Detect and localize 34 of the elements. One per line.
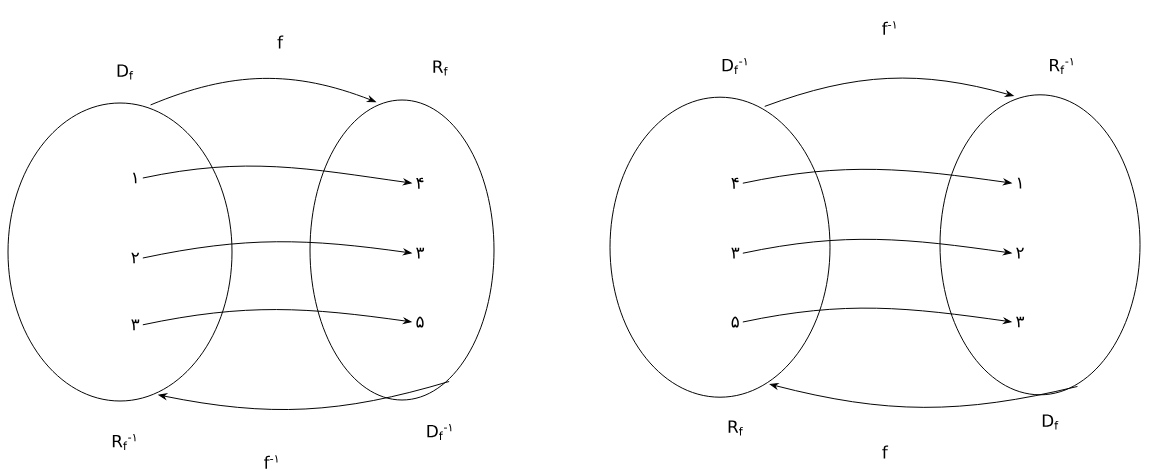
- element-label: ۲: [1016, 247, 1024, 259]
- element-label: ۴: [731, 177, 739, 189]
- arrow: [142, 241, 412, 259]
- edge-label: f$^{-۱}$: [264, 455, 278, 469]
- arrow: [742, 307, 1012, 324]
- edge-label: f: [277, 35, 284, 49]
- arrow: [142, 309, 412, 326]
- set-label: D$_{f}$: [1042, 414, 1059, 430]
- set-label: R$_{f}$-۱: [1050, 58, 1073, 74]
- set-label: R$_{f}$-۱: [112, 434, 136, 450]
- arrow: [150, 77, 376, 106]
- arrow: [158, 381, 450, 411]
- set-label: D$_{f}$: [117, 64, 134, 80]
- arrow: [742, 238, 1012, 256]
- set-label: D$_{f}$-۱: [722, 58, 747, 74]
- element-label: ۳: [131, 319, 140, 331]
- element-label: ۳: [731, 247, 740, 259]
- set-label: R$_{f}$: [433, 60, 448, 76]
- element-label: ۱: [1017, 177, 1022, 189]
- set-label: R$_{f}$: [728, 420, 743, 436]
- element-label: ۴: [416, 177, 424, 189]
- arrow: [769, 383, 1078, 408]
- edge-label: f$^{-۱}$: [882, 21, 896, 35]
- element-label: ۳: [1016, 316, 1025, 328]
- edge-label: f: [882, 445, 889, 459]
- arrow: [742, 168, 1012, 186]
- element-label: ۲: [131, 252, 139, 264]
- element-label: ۵: [416, 316, 424, 328]
- set-label: D$_{f}$-۱: [427, 424, 452, 440]
- arrow: [142, 165, 412, 186]
- element-label: ۱: [132, 172, 137, 184]
- element-label: ۵: [731, 316, 739, 328]
- arrow: [764, 77, 1014, 107]
- element-label: ۳: [416, 247, 425, 259]
